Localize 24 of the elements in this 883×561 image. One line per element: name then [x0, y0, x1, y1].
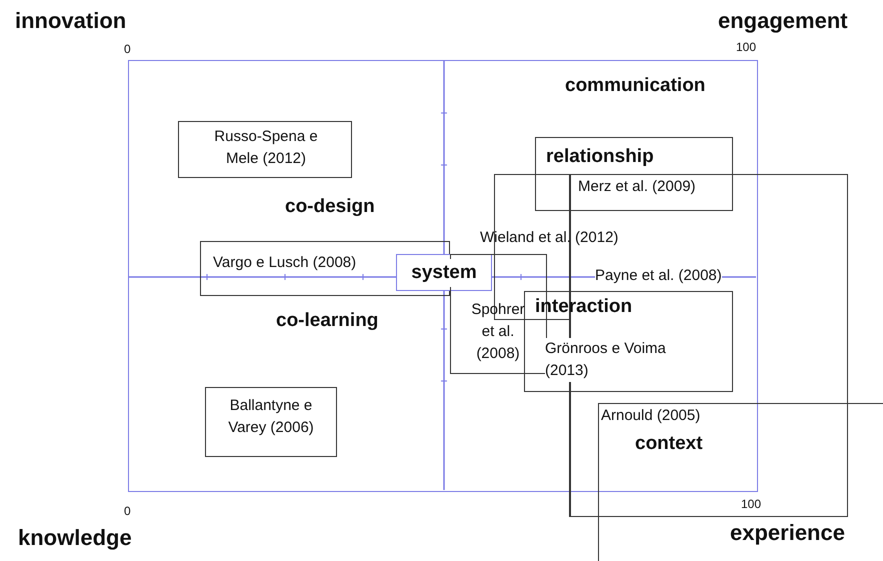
scale-value: 100: [736, 40, 756, 54]
reference-box: [535, 137, 733, 211]
reference-box: [524, 291, 733, 392]
citation-text: Russo-Spena e Mele (2012): [214, 127, 318, 169]
axis-title: engagement: [718, 8, 848, 34]
reference-text: Payne et al. (2008): [595, 267, 722, 285]
reference-box: [396, 254, 492, 291]
axis-title: knowledge: [18, 525, 132, 552]
reference-box: [178, 121, 352, 178]
scale-value: 0: [124, 504, 131, 518]
quadrant-label: co-learning: [276, 310, 378, 333]
citation-text: Ballantyne e Varey (2006): [227, 396, 315, 438]
scale-value: 0: [124, 42, 131, 56]
reference-box: [598, 403, 883, 561]
box-heading: context: [635, 432, 703, 456]
axis-title: experience: [730, 520, 845, 546]
reference-box: [205, 387, 337, 457]
quadrant-label: communication: [565, 75, 706, 98]
citation-text: Vargo e Lusch (2008): [213, 253, 356, 273]
scale-value: 100: [741, 497, 762, 512]
box-heading: relationship: [546, 145, 654, 169]
box-heading: system: [409, 259, 479, 287]
quadrant-label: co-design: [285, 196, 375, 219]
axis-title: innovation: [15, 8, 126, 34]
